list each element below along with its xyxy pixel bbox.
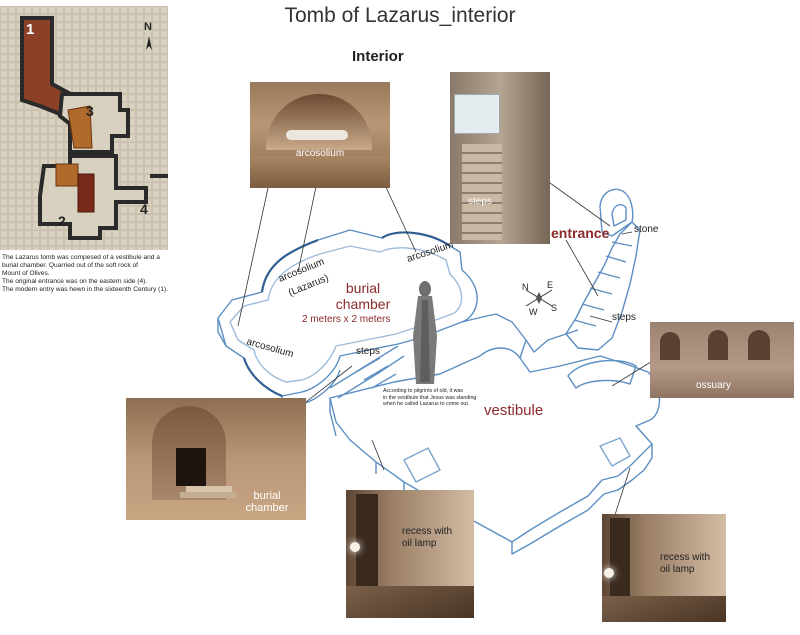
recess-left-line: recess with xyxy=(402,526,453,537)
note-line: According to pilgrims of old, it was xyxy=(383,388,464,394)
recess-right-line: recess with xyxy=(660,552,711,563)
recess-left-label: recess with oil lamp xyxy=(402,526,452,550)
caption-line: The modern entry was hewn in the sixteen… xyxy=(2,286,169,293)
recess-right-label: recess with oil lamp xyxy=(660,552,710,576)
oil-lamp-icon xyxy=(604,568,614,578)
stair-treads xyxy=(462,144,502,240)
recess-left-line: oil lamp xyxy=(402,538,437,549)
photo-floor xyxy=(250,156,390,188)
recess-right-line: oil lamp xyxy=(660,564,695,575)
vestibule-label: vestibule xyxy=(484,402,544,419)
recess-ledge xyxy=(602,596,726,622)
map-marker-1: 1 xyxy=(26,21,34,38)
compass-east: E xyxy=(547,280,553,290)
stone-label: stone xyxy=(634,224,659,235)
note-line: when he called Lazarus to come out. xyxy=(383,401,470,408)
mosaic-plan-graphic: 1 3 2 4 N xyxy=(0,6,168,250)
section-subtitle: Interior xyxy=(352,48,404,65)
burial-chamber-diagram-label: burial chamber xyxy=(318,280,408,312)
ossuary-photo: ossuary xyxy=(650,322,794,398)
map-marker-4: 4 xyxy=(140,201,148,217)
map-marker-2: 2 xyxy=(58,213,66,229)
steps-photo: steps xyxy=(450,72,550,244)
arcosolium-photo: arcosolium xyxy=(250,82,390,188)
burial-chamber-photo-label: burial chamber xyxy=(230,490,304,514)
chamber-doorway xyxy=(176,448,206,486)
recess-shadow xyxy=(356,494,378,604)
burial-chamber-line: burial xyxy=(345,280,381,296)
caption-line: Mount of Olives. xyxy=(2,270,50,277)
steps-photo-label: steps xyxy=(468,196,492,207)
note-line: in the vestibule that Jesus was standing xyxy=(383,394,477,401)
burial-chamber-photo: burial chamber xyxy=(126,398,306,520)
ossuary-photo-label: ossuary xyxy=(696,380,732,391)
arcosolium-label-top: arcosolium xyxy=(406,239,455,264)
entrance-steps-label: steps xyxy=(612,312,636,323)
recess-shadow xyxy=(610,518,630,610)
ossuary-niche xyxy=(708,330,728,360)
north-indicator: N xyxy=(144,21,152,33)
recess-photo-right: recess with oil lamp xyxy=(602,514,726,622)
oil-lamp-icon xyxy=(350,542,360,552)
pilgrim-note: According to pilgrims of old, it was in … xyxy=(383,388,501,408)
recess-ledge xyxy=(346,586,474,618)
chamber-steps-label: steps xyxy=(356,346,380,357)
tomb-plan-map: 1 3 2 4 N xyxy=(0,6,168,250)
caption-line: The Lazarus tomb was compesed of a vesti… xyxy=(2,254,160,261)
ossuary-niche xyxy=(660,332,680,360)
caption-line: burial chamber. Quarried out of the soft… xyxy=(2,262,138,269)
burial-chamber-photo-line: burial xyxy=(253,490,281,502)
standing-figure-icon xyxy=(413,281,437,384)
recess-photo-left: recess with oil lamp xyxy=(346,490,474,618)
tomb-caption: The Lazarus tomb was compesed of a vesti… xyxy=(2,254,202,294)
entrance-label: entrance xyxy=(551,225,610,241)
map-marker-3: 3 xyxy=(86,103,94,119)
arch-niche xyxy=(266,94,372,150)
ossuary-niche xyxy=(748,330,770,360)
chamber-step xyxy=(186,486,232,492)
page-title: Tomb of Lazarus_interior xyxy=(284,4,516,27)
north-arrow-icon xyxy=(146,36,152,50)
compass-west: W xyxy=(529,307,538,317)
compass-north: N xyxy=(522,282,529,292)
burial-chamber-photo-line: chamber xyxy=(245,502,289,514)
chamber-dimensions: 2 meters x 2 meters xyxy=(302,314,391,325)
arcosolium-label-left: arcosolium xyxy=(245,336,295,360)
arcosolium-photo-label: arcosolium xyxy=(295,148,345,159)
compass-south: S xyxy=(551,303,557,313)
shrouded-body-shape xyxy=(286,130,348,140)
light-opening xyxy=(454,94,500,134)
chamber-step xyxy=(180,492,236,498)
burial-chamber-line: chamber xyxy=(335,296,391,312)
caption-line: The original entrance was on the eastern… xyxy=(2,278,148,285)
compass-rose-icon xyxy=(525,289,553,307)
